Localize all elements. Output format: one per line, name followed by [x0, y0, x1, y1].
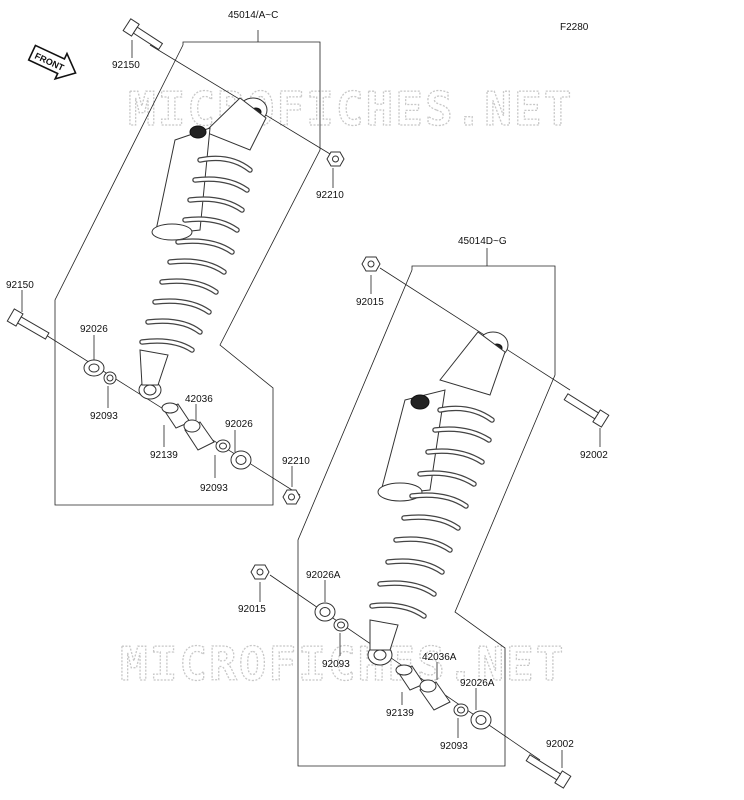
part-label-42036: 42036: [185, 394, 213, 405]
sleeve-42036A: [419, 679, 451, 711]
assembly-label-upper: 45014/A~C: [228, 10, 278, 21]
part-label-92002-right: 92002: [580, 450, 608, 461]
bolt-92150-left: [6, 308, 50, 340]
figure-ref: F2280: [560, 22, 589, 33]
upper-shock-assembly: 45014/A~C 92150 92210 92150 92026 92093 …: [6, 10, 345, 506]
bolt-92002-bottom: [525, 754, 572, 789]
part-label-92093-lower-right: 92093: [440, 741, 468, 752]
assembly-label-lower: 45014D~G: [458, 236, 507, 247]
part-label-92093-lower-left: 92093: [322, 659, 350, 670]
bolt-92150-top: [122, 18, 164, 51]
part-label-92093-right: 92093: [200, 483, 228, 494]
sleeve-42036: [183, 419, 215, 451]
part-label-92210-bottom: 92210: [282, 456, 310, 467]
part-label-42036A: 42036A: [422, 652, 457, 663]
watermark-bottom: MICROFICHES.NET: [120, 637, 565, 691]
part-label-92093-left: 92093: [90, 411, 118, 422]
shock-absorber-lower: [367, 331, 509, 666]
part-label-92026A-right: 92026A: [460, 678, 495, 689]
part-label-92150-left: 92150: [6, 280, 34, 291]
lower-shock-assembly: 45014D~G 92015 92002 92015 92026A 92093 …: [238, 236, 610, 789]
nut-92210-bottom: [282, 489, 301, 505]
nut-92015-bottom: [250, 564, 270, 580]
part-label-92210-top: 92210: [316, 190, 344, 201]
part-label-92139-upper: 92139: [150, 450, 178, 461]
part-label-92026-right: 92026: [225, 419, 253, 430]
part-label-92015-top: 92015: [356, 297, 384, 308]
part-label-92002-bottom: 92002: [546, 739, 574, 750]
part-label-92015-bottom: 92015: [238, 604, 266, 615]
part-label-92139-lower: 92139: [386, 708, 414, 719]
nut-92210-top: [326, 151, 345, 167]
nut-92015-top: [361, 256, 381, 272]
collar-92139-lower: [395, 664, 425, 691]
collar-92139-upper: [161, 402, 191, 429]
part-label-92150-top: 92150: [112, 60, 140, 71]
part-label-92026-left: 92026: [80, 324, 108, 335]
bolt-92002-right: [563, 393, 610, 428]
shock-absorber-upper: [138, 97, 268, 400]
front-arrow-icon: FRONT: [27, 44, 77, 81]
part-label-92026A-left: 92026A: [306, 570, 341, 581]
